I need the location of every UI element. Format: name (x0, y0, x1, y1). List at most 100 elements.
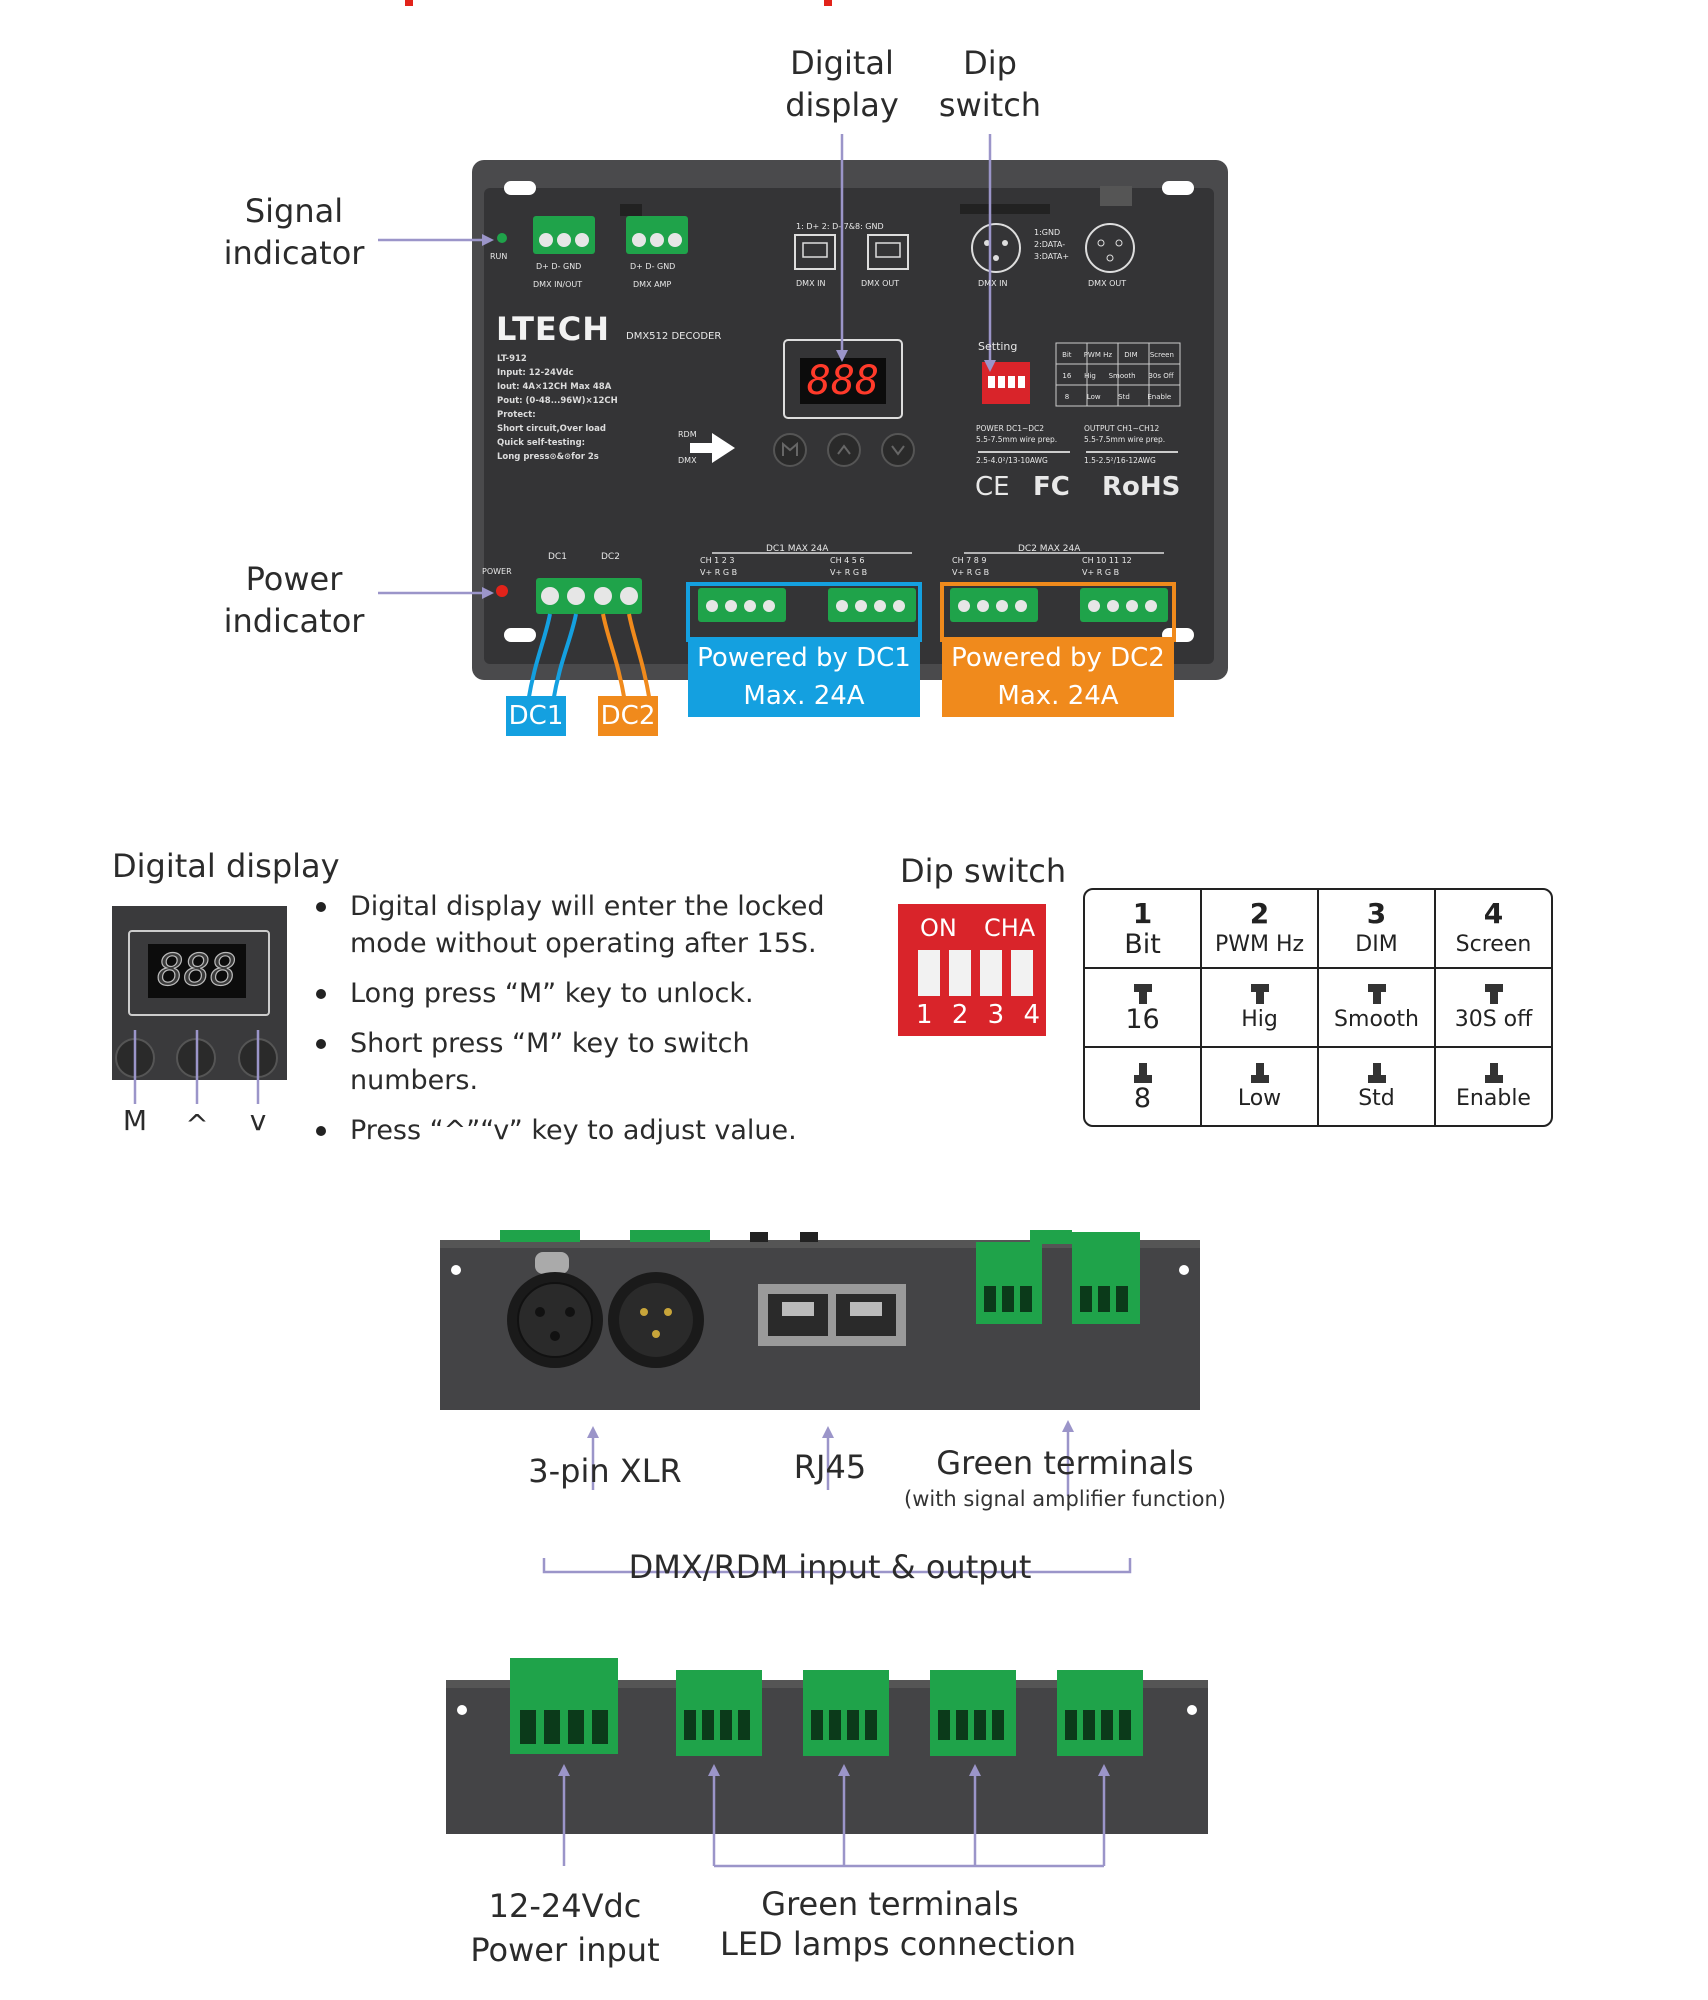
device-display-value: 888 (806, 358, 880, 404)
brand-logo: LTECH (496, 310, 611, 348)
xlr-label: 3-pin XLR (528, 1452, 682, 1490)
green-terminals-label-1: Green terminals (936, 1444, 1194, 1482)
dc1-wire (551, 613, 578, 703)
ch-group-4: CH 10 11 12 (1082, 556, 1132, 565)
output-terminal-ch4-6 (828, 588, 916, 622)
dip-down-cell: Low (1202, 1048, 1319, 1125)
output-terminal-ch10-12 (1080, 588, 1168, 622)
term2-pins: D+ D- GND (630, 262, 676, 271)
run-text: RUN (490, 252, 508, 261)
dc2-wire (627, 613, 652, 703)
pin-row-3: V+ R G B (952, 568, 990, 577)
dip-table-up-row: 16 Hig Smooth 30S off (1085, 969, 1551, 1048)
term1-pins: D+ D- GND (536, 262, 582, 271)
term1-name: DMX IN/OUT (533, 280, 583, 289)
fc-mark: FC (1033, 472, 1070, 502)
dc2-max-text: DC2 MAX 24A (1018, 544, 1081, 554)
dc1-max-text: DC1 MAX 24A (766, 544, 829, 554)
instruction-item: Short press “M” key to switch numbers. (312, 1025, 872, 1099)
output-terminal-ch7-9 (950, 588, 1038, 622)
display-closeup-frame (128, 930, 270, 1016)
dip-slider-4 (1011, 950, 1033, 996)
display-screen (800, 358, 886, 404)
cropped-heading-fragment (405, 0, 413, 6)
term2-name: DMX AMP (633, 280, 672, 289)
run-led (497, 233, 507, 243)
rj-pinout: 1: D+ 2: D- 7&8: GND (796, 222, 884, 231)
switch-down-icon (1133, 1062, 1152, 1083)
switch-up-icon (1250, 983, 1269, 1004)
up-button (827, 433, 861, 467)
ce-mark: CE (975, 472, 1010, 502)
down-button (881, 433, 915, 467)
cropped-heading-fragment (824, 0, 832, 6)
ch-group-2: CH 4 5 6 (830, 556, 865, 565)
mount-hole (504, 628, 536, 642)
setting-text: Setting (978, 340, 1018, 353)
green-terminals-note: (with signal amplifier function) (904, 1487, 1226, 1511)
instruction-item: Long press “M” key to unlock. (312, 975, 872, 1012)
pin-row-4: V+ R G B (1082, 568, 1120, 577)
dc1-wire (526, 613, 552, 703)
device-drawing (378, 134, 1228, 703)
rohs-mark: RoHS (1102, 472, 1181, 502)
dip-on-text: ON (920, 914, 957, 942)
dc1-tag: DC1 (506, 696, 566, 736)
dc1-terminal-label: DC1 (548, 552, 567, 562)
dip-slider-1 (918, 950, 940, 996)
key-label-m: M (122, 1104, 148, 1137)
switch-up-icon (1367, 983, 1386, 1004)
power-led (496, 585, 508, 597)
dip-switch-title: Dip switch (900, 852, 1067, 890)
dmx-rdm-group-label: DMX/RDM input & output (628, 1548, 1032, 1586)
switch-down-icon (1367, 1062, 1386, 1083)
switch-up-icon (1133, 983, 1152, 1004)
instruction-item: Press “^”“v” key to adjust value. (312, 1112, 872, 1149)
key-label-up: ^ (185, 1108, 209, 1141)
dip-up-cell: 16 (1085, 969, 1202, 1048)
dmx-text: DMX (678, 456, 697, 465)
dip-down-cell: Enable (1436, 1048, 1551, 1125)
mount-hole (1162, 181, 1194, 195)
xlr-in-text: DMX IN (978, 279, 1008, 288)
switch-down-icon (1250, 1062, 1269, 1083)
pin-row-2: V+ R G B (830, 568, 868, 577)
mount-hole (504, 181, 536, 195)
power-text: POWER (482, 567, 512, 576)
dc2-wire (601, 613, 627, 703)
output-terminal-ch1-3 (698, 588, 786, 622)
rdm-text: RDM (678, 430, 697, 439)
key-pointer-lines (133, 1030, 260, 1104)
device-body (484, 188, 1214, 664)
instruction-item: Digital display will enter the locked mo… (312, 888, 872, 962)
display-instructions: Digital display will enter the locked mo… (312, 888, 872, 1162)
dip-slider-3 (980, 950, 1002, 996)
xlr-out-text: DMX OUT (1088, 279, 1127, 288)
dc2-terminal-label: DC2 (601, 552, 620, 562)
side-view-dmx (440, 1230, 1200, 1574)
dip-slider-2 (949, 950, 971, 996)
rj-out-text: DMX OUT (861, 279, 900, 288)
rj45-out-icon (867, 234, 909, 270)
dc-power-terminal (536, 578, 642, 614)
pin-row-1: V+ R G B (700, 568, 738, 577)
switch-down-icon (1484, 1062, 1503, 1083)
dip-down-cell: Std (1319, 1048, 1436, 1125)
ch-group-1: CH 1 2 3 (700, 556, 735, 565)
